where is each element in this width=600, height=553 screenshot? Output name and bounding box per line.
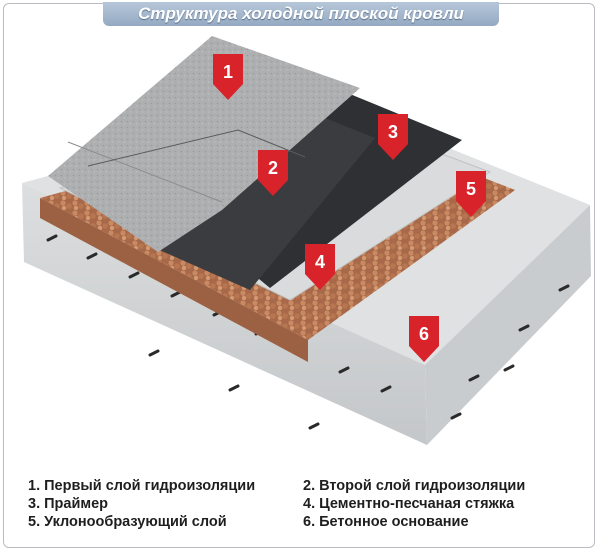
title-bar: Структура холодной плоской кровли (103, 2, 499, 26)
first-membrane (48, 36, 360, 252)
marker-1-label: 1 (223, 62, 233, 82)
legend-item-3: 3. Праймер (28, 496, 109, 512)
concrete-side (425, 205, 591, 445)
marker-4-label: 4 (315, 252, 325, 272)
marker-6: 6 (409, 316, 439, 362)
marker-5-label: 5 (466, 179, 476, 199)
legend: 1. Первый слой гидроизоляции 2. Второй с… (28, 478, 588, 530)
legend-item-1: 1. Первый слой гидроизоляции (28, 478, 256, 494)
legend-item-6: 6. Бетонное основание (303, 514, 469, 530)
legend-item-4: 4. Цементно-песчаная стяжка (303, 496, 515, 512)
marker-2-label: 2 (268, 158, 278, 178)
marker-2: 2 (258, 150, 288, 196)
marker-6-label: 6 (419, 324, 429, 344)
marker-3: 3 (378, 114, 408, 160)
marker-3-label: 3 (388, 122, 398, 142)
page-title: Структура холодной плоской кровли (138, 4, 464, 23)
marker-4: 4 (305, 244, 335, 290)
legend-item-5: 5. Уклонообразующий слой (28, 514, 227, 530)
clay-front (40, 198, 308, 362)
marker-5: 5 (456, 171, 486, 217)
legend-item-2: 2. Второй слой гидроизоляции (303, 478, 526, 494)
marker-1: 1 (213, 54, 243, 100)
